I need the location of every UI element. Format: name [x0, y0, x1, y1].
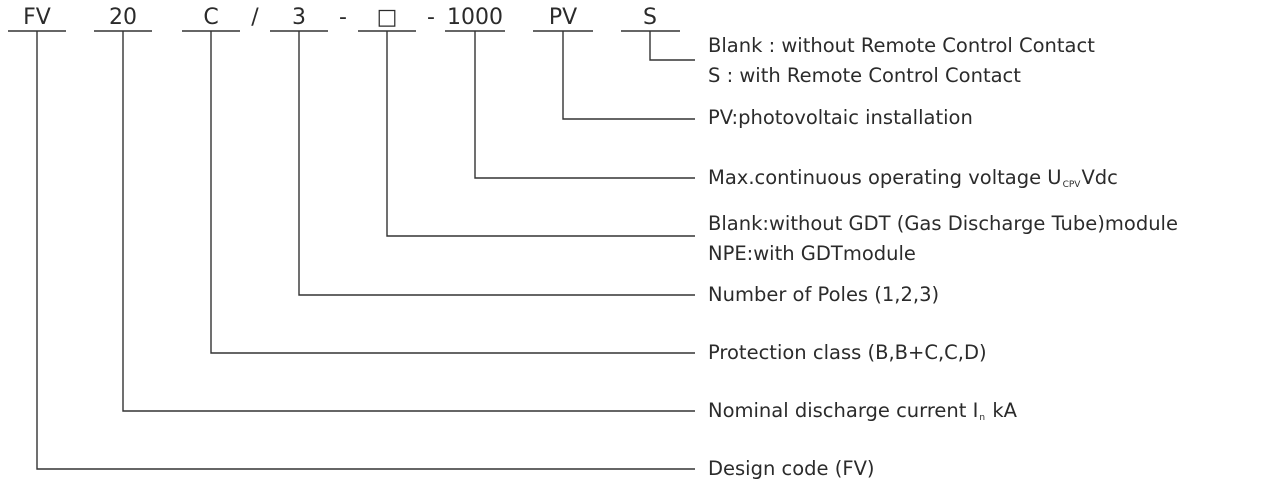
desc-design: Design code (FV): [708, 457, 875, 480]
desc-poles: Number of Poles (1,2,3): [708, 283, 940, 306]
code-slash: /: [251, 5, 259, 30]
leader-voltage: [474, 31, 695, 179]
code-remote: S: [643, 5, 657, 30]
desc-current-suffix: kA: [992, 399, 1017, 422]
leader-poles: [298, 31, 695, 296]
desc-class: Protection class (B,B+C,C,D): [708, 341, 987, 364]
code-current: 20: [109, 5, 137, 30]
desc-remote-s: S : with Remote Control Contact: [708, 64, 1021, 87]
desc-current-sub: n: [979, 413, 986, 423]
desc-pv: PV:photovoltaic installation: [708, 106, 973, 129]
leader-current: [122, 31, 695, 412]
desc-voltage: Max.continuous operating voltage UCPVVdc: [708, 166, 1118, 197]
desc-current: Nominal discharge current In kA: [708, 399, 1017, 430]
leader-pv: [562, 31, 695, 120]
code-module: □: [376, 5, 398, 30]
desc-voltage-suffix: Vdc: [1081, 166, 1118, 189]
leader-remote: [649, 31, 695, 61]
desc-voltage-sub: CPV: [1062, 180, 1081, 190]
leader-design: [36, 31, 695, 470]
code-dash-2: -: [427, 5, 435, 30]
desc-module-npe: NPE:with GDTmodule: [708, 242, 916, 265]
code-voltage: 1000: [447, 5, 503, 30]
desc-remote-blank: Blank : without Remote Control Contact: [708, 34, 1095, 57]
code-poles: 3: [292, 5, 306, 30]
desc-current-prefix: Nominal discharge current I: [708, 399, 979, 422]
leader-module: [386, 31, 695, 237]
leader-class: [210, 31, 695, 354]
desc-module-blank: Blank:without GDT (Gas Discharge Tube)mo…: [708, 212, 1178, 235]
code-fv: FV: [23, 5, 51, 30]
code-pv: PV: [548, 5, 578, 30]
code-dash-1: -: [339, 5, 347, 30]
code-class: C: [203, 5, 219, 30]
desc-voltage-prefix: Max.continuous operating voltage U: [708, 166, 1062, 189]
